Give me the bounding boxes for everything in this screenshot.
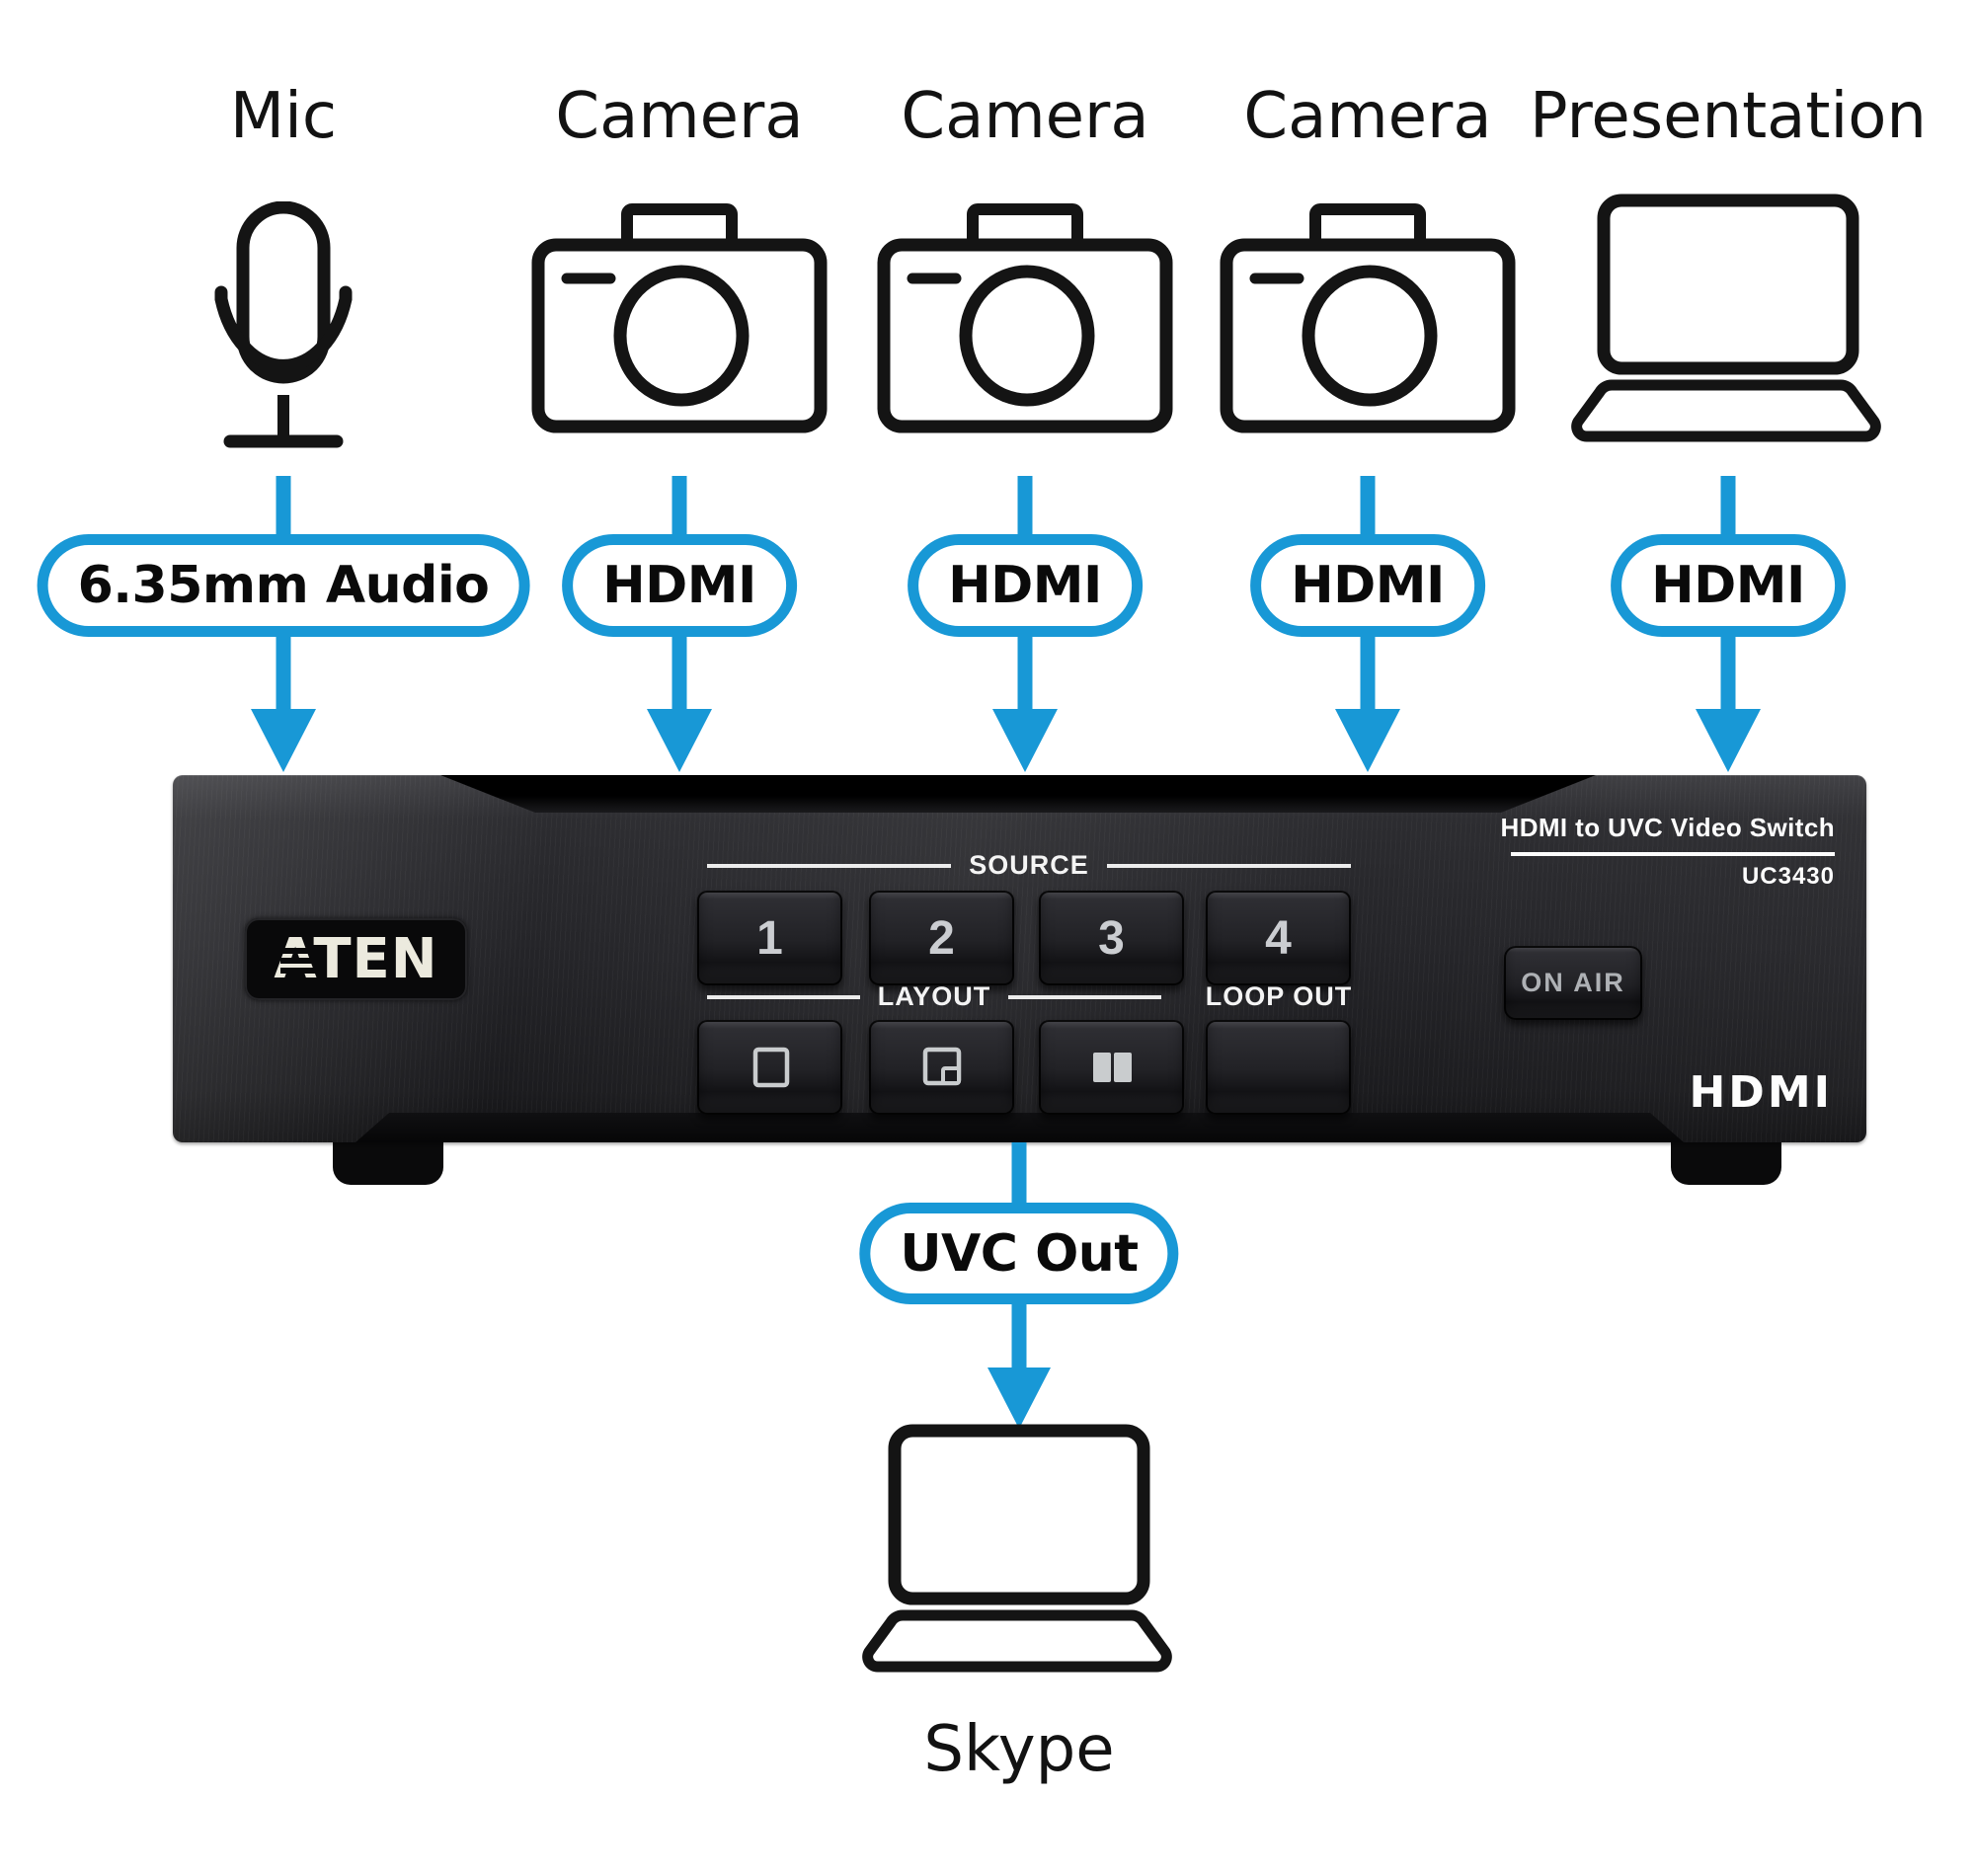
hdmi-logo: HDMI (1689, 1067, 1833, 1118)
layout-button-pip[interactable] (869, 1020, 1014, 1115)
source-button-1[interactable]: 1 (697, 891, 842, 985)
loop-out-label: LOOP OUT (1205, 981, 1353, 1011)
destination-label-skype: Skype (923, 1713, 1115, 1786)
laptop-icon (862, 1424, 1172, 1673)
device-title-block: HDMI to UVC Video Switch UC3430 (1501, 813, 1835, 891)
layout-section-header: LAYOUT (707, 981, 1162, 1012)
laptop-icon (1571, 194, 1881, 442)
button-digit: 4 (1265, 911, 1292, 965)
layout-button-fullscreen[interactable] (697, 1020, 842, 1115)
video-switch-device: ATEN SOURCE 1 2 3 4 LAYOUT LOOP OUT (173, 775, 1866, 1142)
on-air-button[interactable]: ON AIR (1504, 946, 1642, 1020)
button-digit: 3 (1098, 911, 1125, 965)
camera-icon (1220, 203, 1516, 433)
source-label-camera-2: Camera (901, 80, 1149, 153)
button-digit: 2 (928, 911, 955, 965)
camera-icon (531, 203, 828, 433)
divider-line (1008, 994, 1162, 999)
device-foot (333, 1135, 443, 1185)
side-by-side-icon (1092, 1053, 1132, 1082)
connector-badge-hdmi-3: HDMI (1250, 534, 1485, 637)
layout-button-side-by-side[interactable] (1039, 1020, 1184, 1115)
connector-badge-hdmi-4: HDMI (1611, 534, 1846, 637)
connector-badge-audio: 6.35mm Audio (37, 534, 530, 637)
loop-out-header: LOOP OUT (1198, 981, 1360, 1012)
connector-badge-hdmi-1: HDMI (562, 534, 797, 637)
camera-icon (877, 203, 1173, 433)
source-label-mic: Mic (229, 80, 338, 153)
arrow-down-icon (647, 709, 712, 772)
device-bottom-bezel (356, 1113, 1684, 1142)
loop-out-button[interactable] (1206, 1020, 1351, 1115)
source-label-camera-3: Camera (1243, 80, 1492, 153)
model-number: UC3430 (1741, 863, 1835, 890)
source-button-2[interactable]: 2 (869, 891, 1014, 985)
aten-logo: ATEN (245, 918, 467, 1000)
arrow-down-icon (1335, 709, 1400, 772)
on-air-label: ON AIR (1521, 968, 1625, 997)
device-top-recess (440, 775, 1596, 813)
product-title: HDMI to UVC Video Switch (1500, 813, 1835, 842)
device-foot (1671, 1135, 1781, 1185)
source-label-camera-1: Camera (555, 80, 804, 153)
title-underline (1511, 852, 1835, 856)
button-digit: 1 (756, 911, 783, 965)
picture-in-picture-icon (922, 1047, 961, 1086)
divider-line (1106, 863, 1352, 868)
logo-stripes-decoration (280, 944, 322, 985)
divider-line (707, 994, 860, 999)
connector-badge-hdmi-2: HDMI (908, 534, 1143, 637)
source-section-header: SOURCE (707, 850, 1352, 881)
source-section-label: SOURCE (969, 850, 1089, 880)
connector-badge-uvc-out: UVC Out (859, 1203, 1179, 1304)
source-label-presentation: Presentation (1530, 80, 1927, 153)
arrow-down-icon (988, 1368, 1051, 1429)
source-button-4[interactable]: 4 (1206, 891, 1351, 985)
fullscreen-icon (752, 1047, 789, 1088)
arrow-down-icon (992, 709, 1058, 772)
microphone-icon (214, 201, 353, 448)
arrow-down-icon (251, 709, 316, 772)
layout-section-label: LAYOUT (877, 981, 991, 1011)
divider-line (707, 863, 952, 868)
arrow-down-icon (1696, 709, 1761, 772)
source-button-3[interactable]: 3 (1039, 891, 1184, 985)
